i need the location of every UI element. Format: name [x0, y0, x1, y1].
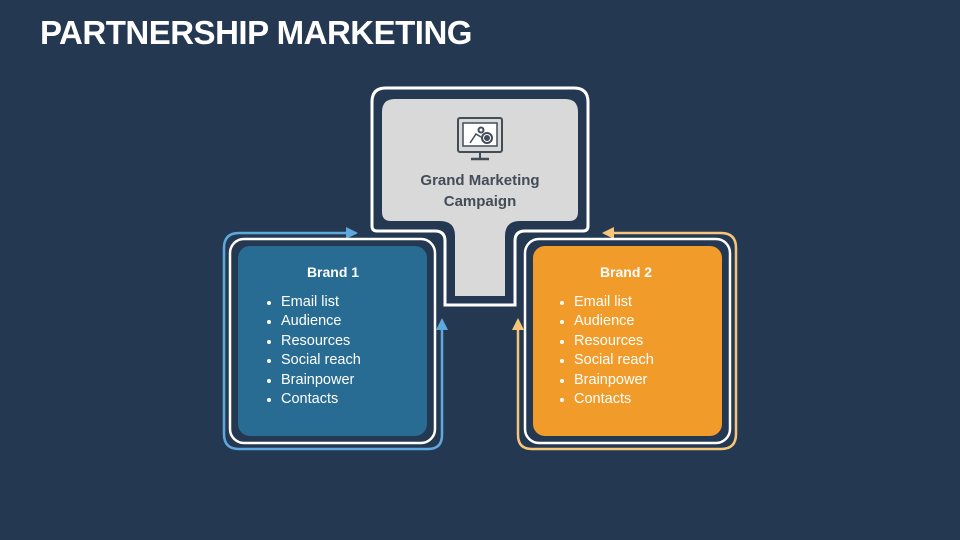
brand2-card — [533, 246, 722, 436]
brand2-title: Brand 2 — [599, 264, 653, 280]
list-item: Audience — [265, 312, 418, 331]
brand1-list: Email list Audience Resources Social rea… — [265, 293, 418, 409]
brand1-content: Brand 1 Email list Audience Resources So… — [248, 264, 418, 409]
center-callout — [382, 99, 578, 296]
brand2-arrow-top — [602, 227, 614, 239]
brand2-arrow-left — [512, 318, 524, 330]
center-label-line2: Campaign — [443, 193, 517, 210]
monitor-gear-icon — [457, 117, 503, 161]
list-item: Brainpower — [265, 371, 418, 390]
brand1-arrow-right — [436, 318, 448, 330]
list-item: Resources — [265, 332, 418, 351]
brand1-title: Brand 1 — [306, 264, 360, 280]
center-label-line1: Grand Marketing — [420, 172, 540, 189]
list-item: Contacts — [558, 390, 711, 409]
center-callout-outline — [370, 86, 590, 307]
brand1-card-outline — [228, 237, 437, 445]
page-title: PARTNERSHIP MARKETING — [40, 14, 472, 51]
brand2-outer-loop — [516, 231, 738, 451]
list-item: Social reach — [265, 351, 418, 370]
center-label: Grand Marketing Campaign — [392, 170, 568, 212]
list-item: Contacts — [265, 390, 418, 409]
list-item: Audience — [558, 312, 711, 331]
brand1-card — [238, 246, 427, 436]
brand2-content: Brand 2 Email list Audience Resources So… — [541, 264, 711, 409]
brand1-arrow-top — [346, 227, 358, 239]
brand2-list: Email list Audience Resources Social rea… — [558, 293, 711, 409]
brand2-card-outline — [523, 237, 732, 445]
brand1-outer-loop — [222, 231, 444, 451]
list-item: Resources — [558, 332, 711, 351]
list-item: Social reach — [558, 351, 711, 370]
list-item: Brainpower — [558, 371, 711, 390]
list-item: Email list — [265, 293, 418, 312]
list-item: Email list — [558, 293, 711, 312]
